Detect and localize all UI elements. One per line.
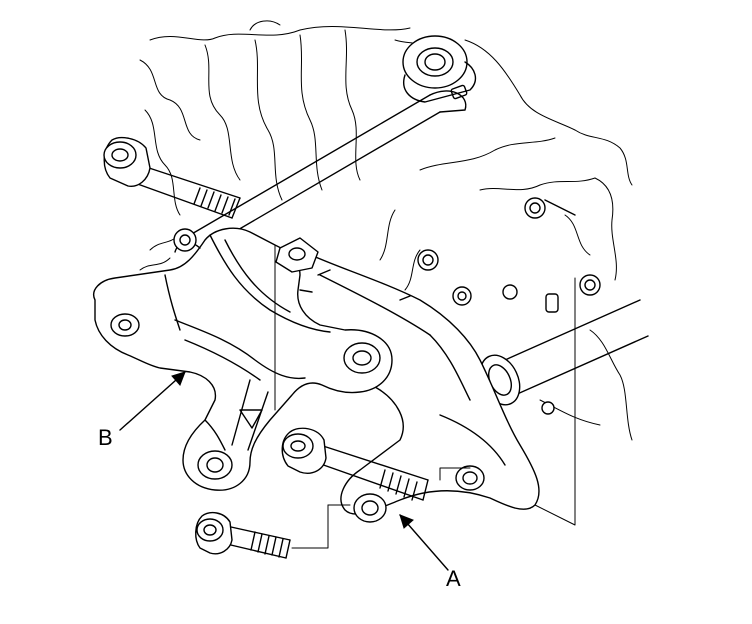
engine-bolt-7: [545, 293, 559, 313]
engine-bolt-6: [541, 401, 555, 415]
short-bolt: [195, 511, 291, 559]
engine-side-bolts: [417, 197, 601, 415]
callout-label-b: B: [98, 425, 113, 450]
bracket-stud-nut: [275, 237, 319, 273]
drive-shaft: [479, 299, 649, 406]
long-bolt-upper: [103, 136, 241, 219]
engine-top-boss: [402, 35, 477, 103]
engine-bolt-3: [417, 249, 439, 271]
engine-bolt-1: [524, 197, 546, 219]
leader-lines: [274, 244, 576, 549]
long-bolt-lower: [281, 427, 429, 501]
engine-bolt-2: [579, 274, 601, 296]
callout-label-a: A: [446, 566, 461, 591]
mount-bracket-b: [93, 227, 393, 491]
callout-arrow-b: [119, 371, 186, 431]
engine-bolt-5: [502, 284, 518, 300]
engine-bolt-4: [452, 286, 472, 306]
engine-block-outline: [139, 20, 633, 441]
callout-arrow-a: [399, 514, 449, 571]
